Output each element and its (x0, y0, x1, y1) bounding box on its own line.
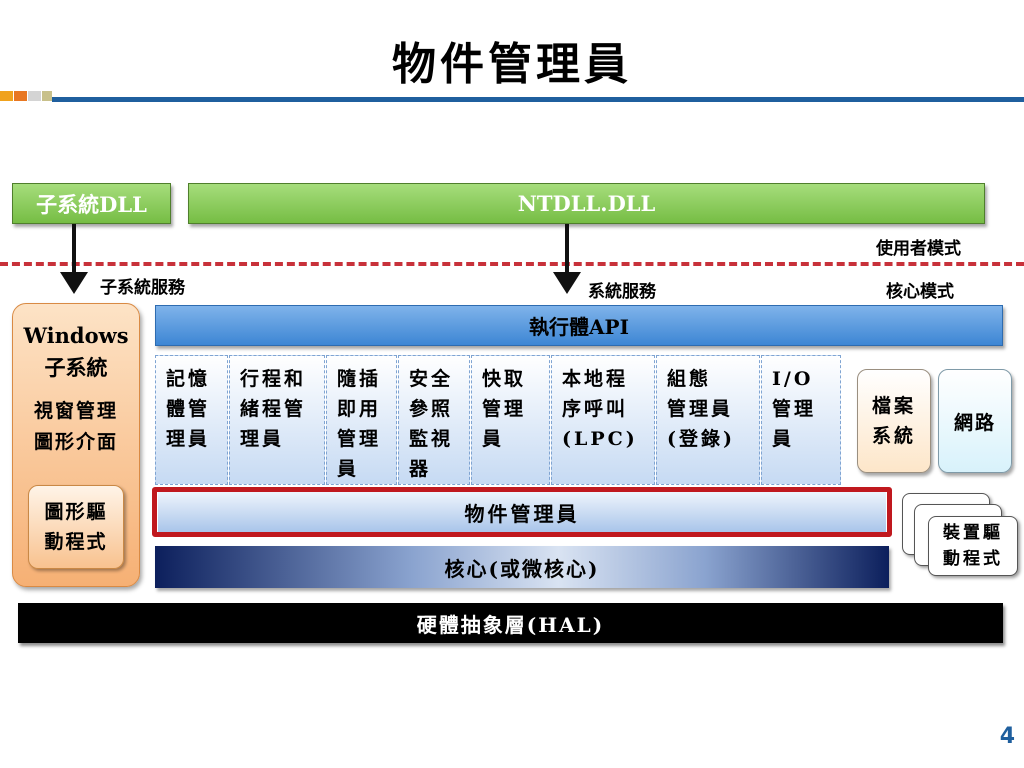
executive-api-bar: 執行體API (155, 305, 1003, 346)
arrow-down-icon (553, 272, 581, 294)
arrow-down-icon (60, 272, 88, 294)
object-manager-bar: 物件管理員 (158, 492, 886, 532)
mode-separator-line (0, 262, 1024, 266)
subsystem-dll-box: 子系統DLL (12, 183, 171, 224)
window-manager-gui-label: 視窗管理 圖形介面 (33, 400, 118, 453)
title-deco-square (28, 91, 41, 101)
configuration-manager-cell: 組態 管理員 (登錄) (656, 355, 760, 485)
hal-bar: 硬體抽象層(HAL) (18, 603, 1003, 643)
pnp-manager-cell: 隨插 即用 管理 員 (326, 355, 397, 485)
cache-manager-cell: 快取 管理 員 (471, 355, 550, 485)
title-deco-square (42, 91, 52, 101)
title-deco-square (14, 91, 27, 101)
page-title: 物件管理員 (392, 39, 632, 90)
process-thread-manager-cell: 行程和 緒程管 理員 (229, 355, 325, 485)
graphics-driver-box: 圖形驅 動程式 (28, 485, 124, 569)
object-manager-highlight (152, 487, 892, 537)
arrow-down-icon (72, 224, 76, 276)
memory-manager-cell: 記憶 體管 理員 (155, 355, 228, 485)
system-services-label: 系統服務 (588, 282, 656, 302)
kernel-bar: 核心(或微核心) (155, 546, 889, 588)
device-drivers-box: 裝置驅 動程式 (928, 516, 1018, 576)
windows-subsystem-title: Windows 子系統 (23, 323, 129, 380)
arrow-down-icon (565, 224, 569, 276)
title-deco-square (0, 91, 13, 101)
io-manager-cell: I/O 管理 員 (761, 355, 841, 485)
network-box: 網路 (938, 369, 1012, 473)
lpc-cell: 本地程 序呼叫 (LPC) (551, 355, 655, 485)
title-divider (52, 97, 1024, 102)
user-mode-label: 使用者模式 (876, 239, 961, 259)
kernel-mode-label: 核心模式 (886, 282, 954, 302)
subsystem-services-label: 子系統服務 (100, 278, 185, 298)
page-number: 4 (999, 724, 1015, 749)
file-system-box: 檔案 系統 (857, 369, 931, 473)
security-reference-monitor-cell: 安全 參照 監視 器 (398, 355, 470, 485)
ntdll-box: NTDLL.DLL (188, 183, 985, 224)
